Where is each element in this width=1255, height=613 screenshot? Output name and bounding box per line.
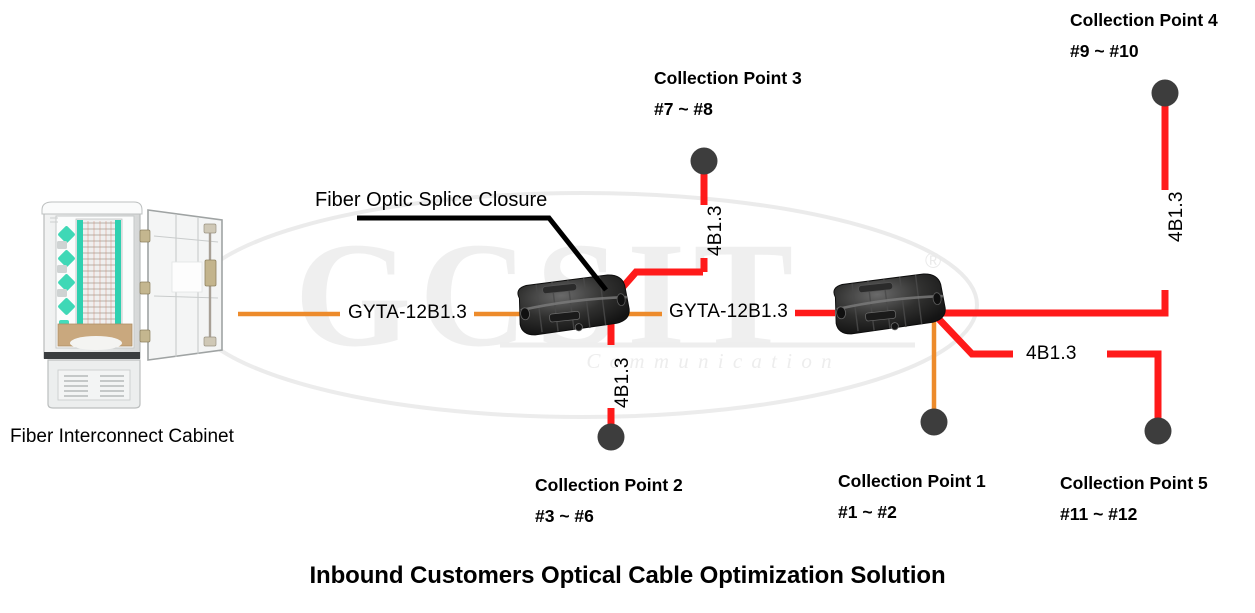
fiber-cabinet-icon [36, 200, 232, 410]
collection-node-cp5[interactable] [1144, 417, 1172, 445]
cable-label-drop-cp5: 4B1.3 [1026, 343, 1077, 364]
callout-leader-line [357, 215, 608, 292]
cable-label-drop-cp3: 4B1.3 [705, 205, 726, 256]
splice-closure-callout-label: Fiber Optic Splice Closure [315, 189, 548, 211]
collection-node-cp2[interactable] [597, 423, 625, 451]
cable-dist-to-cp5 [1107, 350, 1162, 422]
splice-closure-1[interactable] [516, 273, 631, 337]
cable-label-feeder-1: GYTA-12B1.3 [348, 302, 468, 323]
collection-point-3-range: #7 ~ #8 [654, 99, 713, 119]
collection-point-3-title: Collection Point 3 [654, 68, 802, 88]
collection-point-5-title: Collection Point 5 [1060, 473, 1208, 493]
splice-closure-2[interactable] [832, 272, 947, 336]
collection-node-cp1[interactable] [920, 408, 948, 436]
cable-label-drop-cp2: 4B1.3 [612, 357, 633, 408]
collection-point-1-range: #1 ~ #2 [838, 502, 897, 522]
collection-point-2-range: #3 ~ #6 [535, 506, 594, 526]
fiber-cabinet-label: Fiber Interconnect Cabinet [10, 426, 234, 447]
collection-point-5-range: #11 ~ #12 [1060, 504, 1138, 524]
svg-text:C o m m u n i c a t i o n: C o m m u n i c a t i o n [586, 349, 833, 373]
collection-point-1-title: Collection Point 1 [838, 471, 986, 491]
cable-label-feeder-2: GYTA-12B1.3 [669, 301, 789, 322]
collection-point-4-title: Collection Point 4 [1070, 10, 1218, 30]
watermark-graphic: GCSIT ® C o m m u n i c a t i o n [185, 191, 979, 419]
page-title: Inbound Customers Optical Cable Optimiza… [309, 562, 946, 589]
collection-node-cp4[interactable] [1151, 79, 1179, 107]
cable-dist-closure2-to-cp5-run [933, 313, 1013, 358]
cable-dist-closure2-trunk-right [935, 290, 1169, 317]
collection-node-cp3[interactable] [690, 147, 718, 175]
cable-label-drop-cp4: 4B1.3 [1166, 191, 1187, 242]
collection-point-2-title: Collection Point 2 [535, 475, 683, 495]
collection-point-4-range: #9 ~ #10 [1070, 41, 1139, 61]
registered-mark: ® [925, 248, 941, 273]
